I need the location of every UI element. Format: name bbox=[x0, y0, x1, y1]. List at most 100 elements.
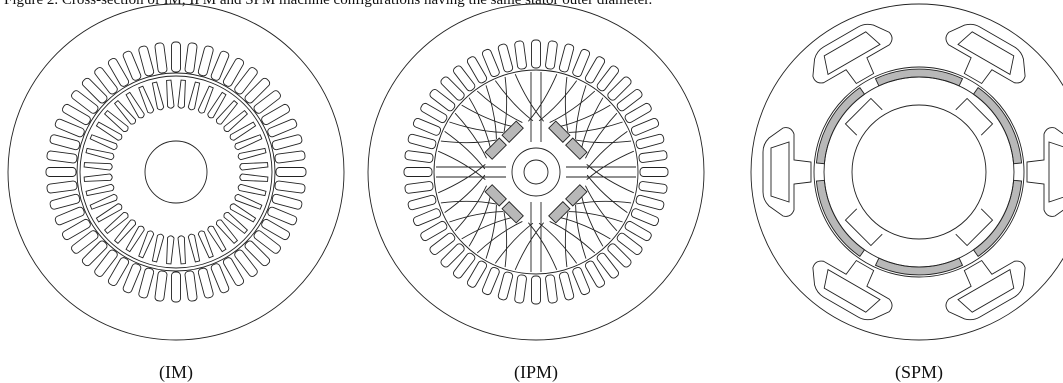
spm-rotor-inner bbox=[851, 104, 987, 240]
rotor-bar bbox=[138, 230, 155, 259]
rotor-bar bbox=[215, 99, 239, 125]
flux-path-line bbox=[564, 76, 569, 132]
surface-magnet bbox=[815, 86, 866, 165]
caption-ipm: (IPM) bbox=[514, 362, 558, 383]
rotor-cutout bbox=[955, 208, 994, 247]
rotor-bar bbox=[125, 225, 145, 253]
stator-slot bbox=[253, 90, 281, 114]
stator-tooth bbox=[1026, 127, 1063, 217]
spm-rotor-cutouts bbox=[844, 97, 994, 247]
spm-stator-outer bbox=[750, 3, 1063, 341]
flux-path-line bbox=[444, 174, 486, 214]
stator-tooth bbox=[945, 23, 1026, 85]
rotor-bar bbox=[229, 203, 257, 223]
rotor-bar bbox=[229, 121, 257, 141]
spm-airgap bbox=[813, 66, 1025, 278]
rotor-bar bbox=[113, 99, 137, 125]
rotor-bar bbox=[215, 219, 239, 245]
spm-rotor-core bbox=[823, 76, 1015, 268]
magnet bbox=[565, 184, 588, 207]
magnet bbox=[565, 137, 588, 160]
flux-path-line bbox=[449, 211, 504, 223]
stator-slot bbox=[45, 167, 77, 177]
flux-path-line bbox=[494, 222, 534, 264]
rotor-bar bbox=[95, 203, 123, 223]
surface-magnet bbox=[972, 179, 1023, 258]
stator-slot bbox=[412, 208, 442, 227]
ipm-magnets bbox=[484, 120, 588, 224]
surface-magnet bbox=[972, 86, 1023, 165]
coil-winding bbox=[957, 31, 1015, 76]
rotor-cutout bbox=[955, 97, 994, 136]
surface-magnet bbox=[815, 179, 866, 258]
rotor-bar bbox=[166, 235, 175, 265]
coil-winding bbox=[1048, 141, 1063, 203]
flux-path-line bbox=[514, 222, 544, 270]
stator-slot bbox=[481, 48, 500, 78]
flux-path-line bbox=[528, 222, 558, 270]
flux-path-line bbox=[581, 195, 604, 247]
stator-slot bbox=[94, 249, 118, 277]
magnet bbox=[484, 184, 507, 207]
rotor-bar bbox=[237, 183, 267, 197]
flux-path-line bbox=[538, 80, 578, 122]
stator-slot bbox=[639, 167, 669, 177]
flux-path-line bbox=[585, 185, 618, 232]
stator-slot bbox=[49, 193, 81, 210]
stator-slot bbox=[638, 150, 668, 163]
im-airgap-stator bbox=[76, 72, 276, 272]
stator-slot bbox=[407, 133, 437, 150]
stator-slot bbox=[154, 270, 168, 302]
stator-slot bbox=[184, 270, 198, 302]
stator-slot bbox=[274, 180, 306, 194]
flux-path-line bbox=[438, 164, 486, 194]
rotor-rib bbox=[436, 166, 506, 178]
im-rotor-outer bbox=[79, 75, 273, 269]
stator-slot bbox=[429, 232, 456, 255]
flux-path-line bbox=[503, 212, 508, 268]
stator-slot bbox=[531, 275, 541, 305]
stator-slot bbox=[171, 41, 181, 73]
flux-path-line bbox=[559, 217, 611, 240]
stator-slot bbox=[531, 39, 541, 69]
stator-slot bbox=[420, 102, 448, 124]
stator-slot bbox=[403, 167, 433, 177]
stator-slot bbox=[514, 274, 527, 304]
stator-slot bbox=[545, 274, 558, 304]
cropped-caption-text: Figure 2. Cross-section of IM, IPM and S… bbox=[4, 0, 653, 8]
stator-slot bbox=[545, 40, 558, 70]
magnet bbox=[548, 201, 571, 224]
stator-slot bbox=[138, 45, 155, 77]
flux-path-line bbox=[549, 221, 596, 254]
magnet bbox=[501, 201, 524, 224]
stator-tooth bbox=[812, 259, 893, 321]
flux-path-line bbox=[575, 85, 587, 140]
stator-slot bbox=[154, 42, 168, 74]
stator-slot bbox=[46, 180, 78, 194]
stator-slot bbox=[638, 181, 668, 194]
rotor-bar bbox=[187, 81, 201, 111]
flux-path-line bbox=[538, 222, 578, 264]
stator-slot bbox=[271, 134, 303, 151]
flux-path-line bbox=[454, 185, 487, 232]
ipm-stator-slots bbox=[403, 39, 669, 305]
coil-winding bbox=[823, 31, 881, 76]
flux-path-line bbox=[568, 211, 623, 223]
magnet bbox=[548, 120, 571, 143]
flux-path-line bbox=[575, 204, 587, 259]
stator-slot bbox=[267, 118, 298, 138]
flux-path-line bbox=[503, 76, 508, 132]
stator-tooth bbox=[762, 127, 812, 217]
coil-winding bbox=[823, 268, 881, 313]
stator-slot bbox=[407, 194, 437, 211]
rotor-bar bbox=[83, 162, 113, 171]
stator-slot bbox=[497, 43, 514, 73]
rotor-rib bbox=[566, 166, 636, 178]
stator-slot bbox=[596, 252, 619, 279]
stator-slot bbox=[453, 252, 476, 279]
stator-slot bbox=[122, 50, 142, 81]
stator-slot bbox=[596, 65, 619, 92]
rotor-bar bbox=[207, 225, 227, 253]
rotor-bar bbox=[85, 147, 115, 161]
